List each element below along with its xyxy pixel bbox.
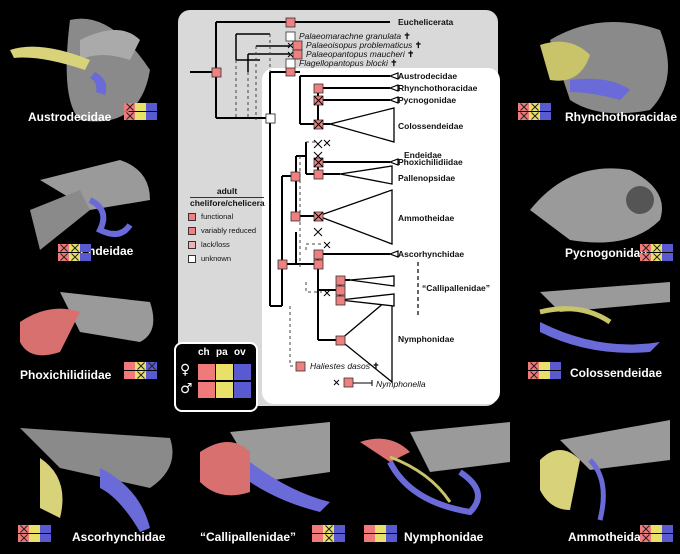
unknown-markers — [265, 31, 296, 124]
key-cell-female-pa — [216, 364, 233, 380]
key-cell-male-ch — [198, 382, 215, 398]
specimen-phoxichilidiidae — [20, 292, 154, 356]
state-key-rhynchothoracidae — [518, 103, 552, 120]
clade-triangles — [316, 107, 395, 384]
specimen-endeidae — [30, 160, 150, 250]
state-key-endeidae — [58, 244, 92, 261]
tip-pallenopsidae: Pallenopsidae — [398, 173, 456, 183]
state-key-austrodecidae — [124, 103, 158, 120]
label-nymphonidae: Nymphonidae — [404, 530, 484, 544]
state-key-pycnogonidae — [640, 244, 674, 261]
state-key-nymphonidae — [364, 525, 398, 542]
male-symbol-icon: ♂ — [180, 381, 193, 397]
tip-rhynchothoracidae: Rhynchothoracidae — [398, 83, 478, 93]
tip-palaeoisopus: Palaeoisopus problematicus ✝ — [306, 40, 422, 50]
legend-unknown: unknown — [188, 254, 231, 264]
specimen-ascorhynchidae — [20, 428, 173, 532]
tip-endeidae: Endeidae — [404, 150, 442, 160]
tip-phoxichilidiidae: Phoxichilidiidae — [398, 157, 463, 167]
label-phoxichilidiidae: Phoxichilidiidae — [20, 368, 112, 382]
state-key-ascorhynchidae — [18, 525, 52, 542]
specimen-rhynchothoracidae — [540, 22, 668, 114]
color-key: ch pa ov ♀ ♂ — [174, 342, 258, 412]
key-ovigera-header: ov — [234, 347, 246, 358]
key-cell-male-ov — [234, 382, 251, 398]
label-rhynchothoracidae: Rhynchothoracidae — [565, 110, 678, 124]
label-colossendeidae: Colossendeidae — [570, 366, 663, 380]
label-callipallenidae: “Callipallenidae” — [200, 530, 297, 544]
specimen-pycnogonidae — [530, 168, 662, 243]
tip-haliestes: Haliestes dasos ✝ — [310, 361, 380, 371]
state-key-phoxichilidiidae — [124, 362, 158, 379]
tip-austrodecidae: Austrodecidae — [398, 71, 458, 81]
loss-marks — [287, 42, 373, 386]
key-cell-male-pa — [216, 382, 233, 398]
key-palp-header: pa — [216, 347, 228, 358]
label-pycnogonidae: Pycnogonidae — [565, 246, 648, 260]
tip-brackets — [388, 72, 419, 316]
loss-square-icon — [188, 241, 196, 250]
legend-title: adult chelifore/chelicera — [190, 186, 265, 208]
legend-functional: functional — [188, 212, 233, 222]
tip-ammotheidae: Ammotheidae — [398, 213, 455, 223]
state-key-colossendeidae — [528, 362, 562, 379]
specimen-colossendeidae — [539, 282, 670, 353]
label-endeidae: Endeidae — [80, 244, 134, 258]
key-cell-female-ch — [198, 364, 215, 380]
tip-colossendeidae: Colossendeidae — [398, 121, 464, 131]
unknown-square-icon — [188, 255, 196, 264]
label-ascorhynchidae: Ascorhynchidae — [72, 530, 166, 544]
tip-ascorhynchidae: Ascorhynchidae — [398, 249, 465, 259]
key-chelifore-header: ch — [198, 347, 210, 358]
state-key-callipallenidae — [312, 525, 346, 542]
female-symbol-icon: ♀ — [180, 362, 191, 378]
tip-nymphonella: Nymphonella — [376, 379, 426, 389]
specimen-austrodecidae — [10, 18, 150, 122]
key-cell-female-ov — [234, 364, 251, 380]
state-key-ammotheidae — [640, 525, 674, 542]
specimen-nymphonidae — [360, 422, 510, 516]
tip-palaeopantopus: Palaeopantopus maucheri ✝ — [306, 49, 415, 59]
legend-loss: lack/loss — [188, 240, 230, 250]
reduced-square-icon — [188, 227, 196, 236]
specimen-ammotheidae — [540, 420, 670, 521]
tip-pycnogonidae: Pycnogonidae — [398, 95, 457, 105]
tip-euchelicerata: Euchelicerata — [398, 17, 454, 27]
label-austrodecidae: Austrodecidae — [28, 110, 112, 124]
tip-callipallenidae: “Callipallenidae” — [422, 283, 491, 293]
legend-reduced: variably reduced — [188, 226, 256, 236]
tip-flagellopantopus: Flagellopantopus blocki ✝ — [299, 58, 398, 68]
functional-square-icon — [188, 213, 196, 222]
label-ammotheidae: Ammotheidae — [568, 530, 648, 544]
specimen-callipallenidae — [200, 422, 330, 512]
tip-palaeomarachne: Palaeomarachne granulata ✝ — [299, 31, 411, 41]
outgroup-branches — [235, 33, 290, 72]
tip-nymphonidae: Nymphonidae — [398, 334, 455, 344]
